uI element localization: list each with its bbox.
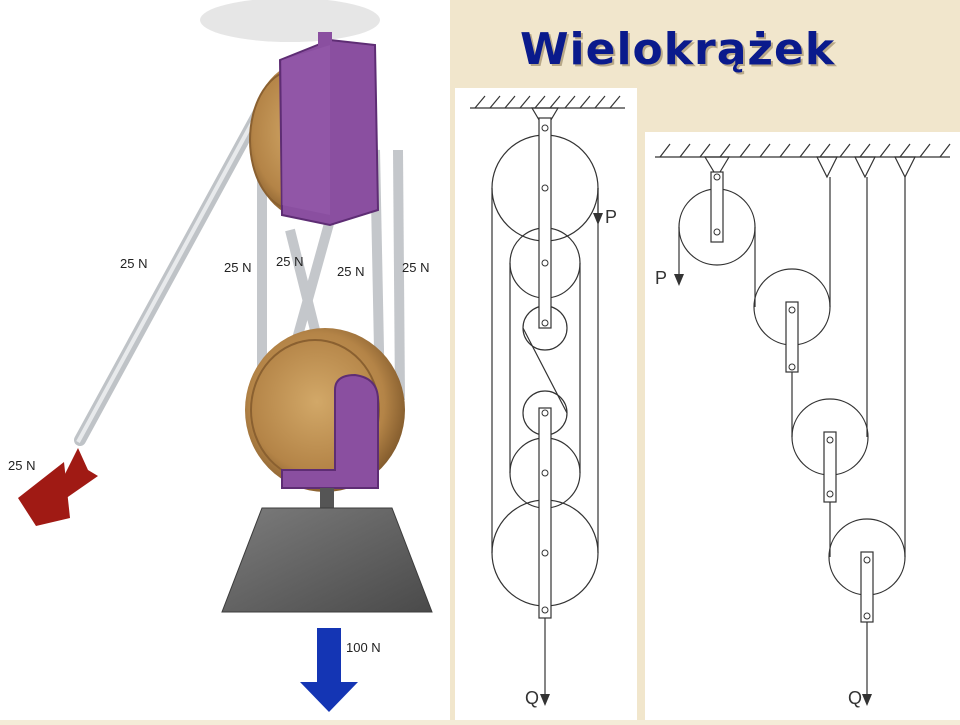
effort-arrowhead: [593, 213, 603, 225]
rope-force-label: 25 N: [224, 260, 251, 275]
rope-line: [522, 327, 568, 414]
ceiling-anchor: [703, 156, 731, 179]
load-force-arrowhead: [300, 682, 358, 712]
compound-pulley-drawing: P Q: [470, 95, 625, 708]
load-arrowhead: [540, 694, 550, 706]
ceiling-shadow: [200, 0, 380, 42]
fixed-block-strap: [538, 117, 552, 329]
rope-force-label: 25 N: [276, 254, 303, 269]
slide-title: Wielokrążek: [520, 24, 836, 75]
pull-rope-highlight: [76, 111, 260, 443]
lower-pulley-frame: [281, 373, 379, 489]
ceiling-anchor: [816, 156, 838, 179]
rope-force-label: 25 N: [402, 260, 429, 275]
ceiling-anchor: [894, 156, 916, 179]
load-force-arrow-shaft: [317, 628, 341, 682]
effort-arrowhead: [674, 274, 684, 286]
upper-hook: [318, 32, 332, 50]
load-arrowhead: [862, 694, 872, 706]
ceiling-hatch: [659, 143, 951, 158]
effort-label: P: [605, 207, 617, 227]
ceiling-hatch: [474, 95, 621, 109]
load-force-label: 100 N: [346, 640, 381, 655]
pull-force-arrowhead: [18, 462, 70, 526]
cascade-pulley-diagram: P Q: [645, 132, 960, 720]
compound-pulley-diagram: P Q: [455, 88, 637, 720]
rope-force-label: 25 N: [337, 264, 364, 279]
weight-block: [221, 507, 433, 613]
hook-shaft: [320, 488, 334, 510]
pulley-photo-illustration: 25 N 25 N 25 N 25 N 25 N 25 N 100 N: [0, 0, 450, 720]
rope-segment-5: [393, 149, 405, 401]
rope-force-label: 25 N: [120, 256, 147, 271]
moving-block-strap: [538, 407, 552, 619]
upper-frame-face: [282, 45, 330, 215]
effort-label: P: [655, 268, 667, 288]
load-label: Q: [848, 688, 862, 708]
pulley-3d-drawing: 25 N 25 N 25 N 25 N 25 N 25 N 100 N: [8, 0, 433, 712]
pull-force-label: 25 N: [8, 458, 35, 473]
pulley-strap: [710, 171, 724, 243]
ceiling-anchor: [854, 156, 876, 179]
lower-pulley-wheel: [245, 328, 405, 492]
cascade-pulley-drawing: P Q: [655, 143, 951, 708]
load-label: Q: [525, 688, 539, 708]
